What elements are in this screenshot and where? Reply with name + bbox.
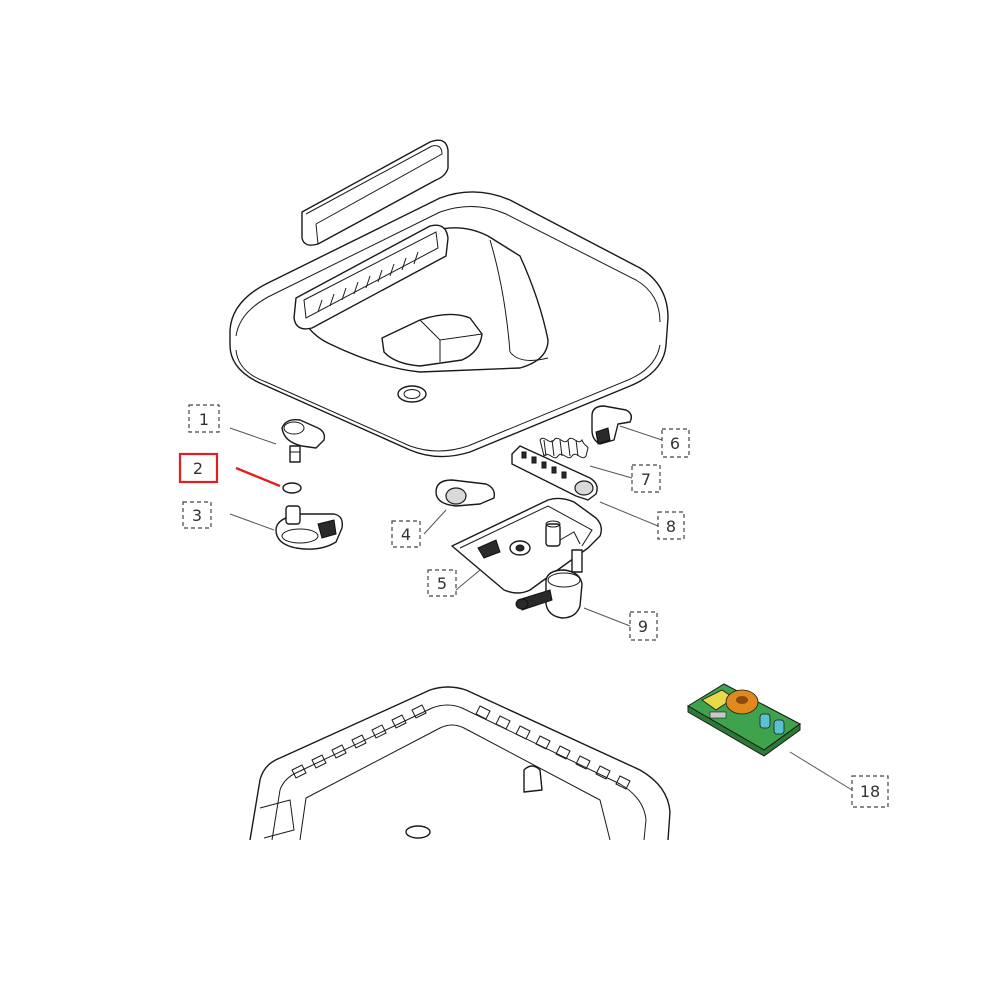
callout-18-label: 18 <box>860 782 880 801</box>
callout-18: 18 <box>851 775 889 808</box>
pcb-board-part <box>687 683 801 757</box>
callout-5-label: 5 <box>437 574 447 593</box>
callout-4-label: 4 <box>401 525 411 544</box>
callout-3-label: 3 <box>192 506 202 525</box>
slider-bar-part <box>511 445 598 501</box>
callout-7-label: 7 <box>641 470 651 489</box>
callout-9-label: 9 <box>638 617 648 636</box>
callout-3: 3 <box>182 501 212 529</box>
callout-2-label: 2 <box>193 459 203 478</box>
latch-part <box>435 479 496 507</box>
callout-6-label: 6 <box>670 434 680 453</box>
callout-5: 5 <box>427 569 457 597</box>
knob-part <box>281 418 326 463</box>
leader-lines <box>229 425 853 791</box>
top-cover-tray <box>229 191 669 458</box>
spring-part <box>539 437 589 459</box>
bottom-frame <box>249 686 671 841</box>
callout-9: 9 <box>629 611 658 641</box>
callout-8: 8 <box>657 511 685 540</box>
callout-1-label: 1 <box>199 410 209 429</box>
callout-8-label: 8 <box>666 517 676 536</box>
callout-7: 7 <box>631 464 661 493</box>
knob-base-part <box>275 505 344 550</box>
mechanism-housing-part <box>451 497 603 594</box>
handle-cap <box>301 139 449 246</box>
o-ring-part <box>282 482 302 494</box>
clip-part <box>591 405 633 445</box>
callout-4: 4 <box>391 520 421 548</box>
callout-1: 1 <box>188 404 220 433</box>
callout-2: 2 <box>178 452 219 484</box>
lever-part <box>515 549 583 619</box>
callout-6: 6 <box>661 428 690 458</box>
